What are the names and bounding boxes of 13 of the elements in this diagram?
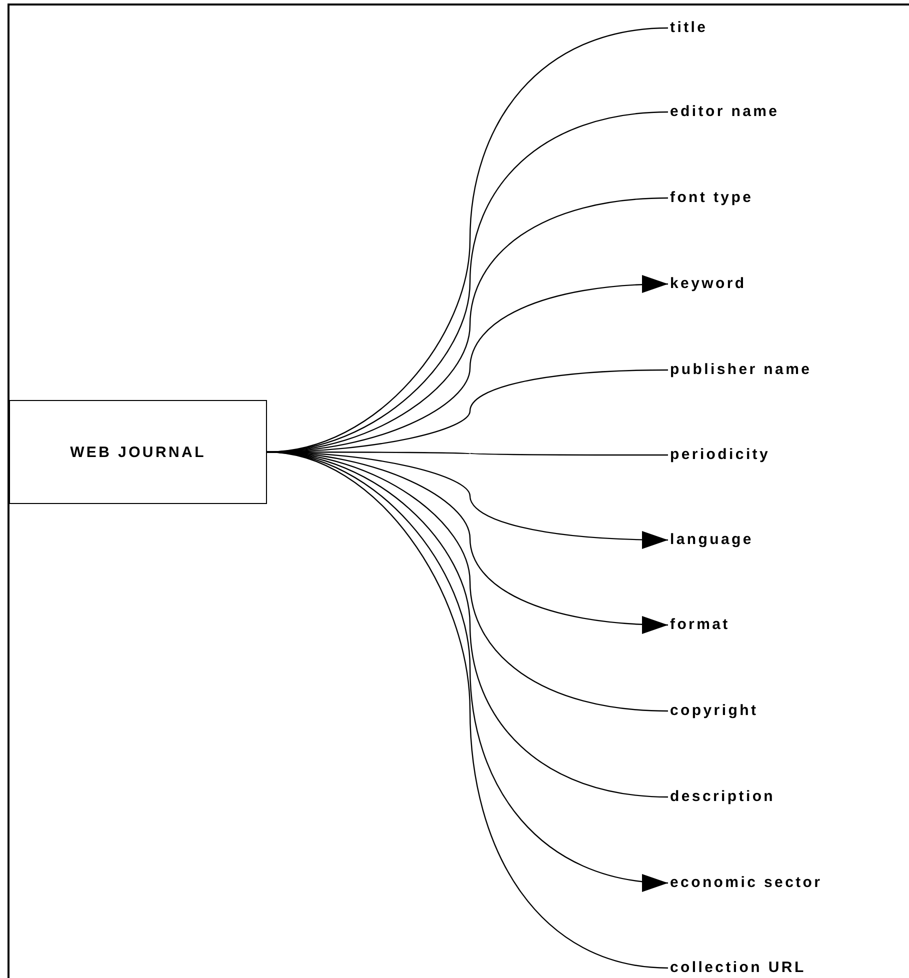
branch-label: periodicity xyxy=(670,446,770,464)
branch-label: editor name xyxy=(670,103,780,121)
branch-label: font type xyxy=(670,189,754,207)
branch-label: collection URL xyxy=(670,959,806,977)
branch-label: description xyxy=(670,788,776,806)
branch-label: copyright xyxy=(670,702,758,720)
branch-label: keyword xyxy=(670,275,746,293)
branch-label: economic sector xyxy=(670,874,822,892)
branch-label: language xyxy=(670,531,754,549)
branch-label: publisher name xyxy=(670,361,812,379)
root-box: WEB JOURNAL xyxy=(9,400,267,504)
branch-label: format xyxy=(670,616,730,634)
branch-label: title xyxy=(670,19,708,37)
